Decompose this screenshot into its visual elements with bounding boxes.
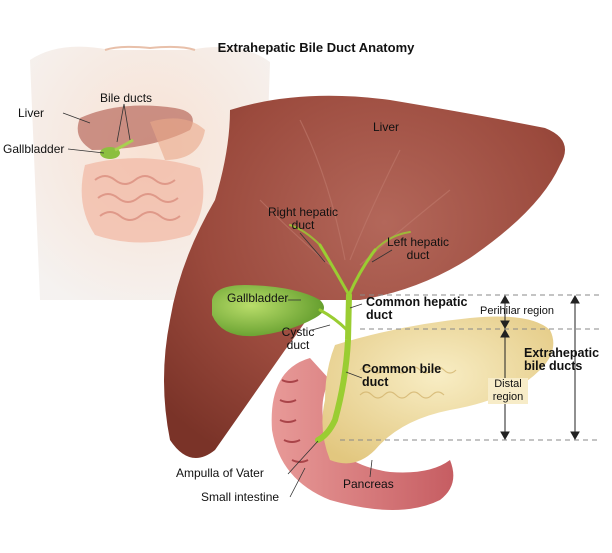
distal-region-label: Distal region (488, 378, 528, 404)
left-hepatic-duct-label: Left hepatic duct (386, 235, 450, 262)
right-hepatic-duct-label: Right hepatic duct (267, 205, 339, 232)
diagram-title: Extrahepatic Bile Duct Anatomy (217, 40, 415, 55)
cystic-duct-label: Cystic duct (281, 325, 315, 352)
liver-shape (164, 95, 565, 458)
pancreas-label: Pancreas (343, 477, 394, 491)
inset-liver-label: Liver (18, 106, 45, 120)
common-hepatic-duct-label: Common hepatic duct (366, 295, 468, 322)
ampulla-of-vater-label: Ampulla of Vater (176, 466, 264, 480)
extrahepatic-bile-ducts-label: Extrahepatic bile ducts (524, 346, 600, 373)
pancreas-shape (322, 316, 554, 464)
small-intestine-shape (271, 358, 454, 510)
small-intestine-label: Small intestine (201, 490, 280, 504)
inset-gallbladder-label: Gallbladder (3, 142, 65, 156)
liver-label: Liver (373, 120, 400, 134)
bile-duct-tree (289, 224, 411, 443)
gallbladder-shape (212, 285, 324, 337)
perihilar-region-label: Perihilar region (480, 305, 554, 317)
inset-bile-ducts-label: Bile ducts (100, 91, 153, 105)
region-guides (340, 294, 600, 441)
common-bile-duct-label: Common bile duct (362, 362, 442, 389)
leader-lines (287, 232, 393, 498)
gallbladder-label: Gallbladder (227, 291, 289, 305)
